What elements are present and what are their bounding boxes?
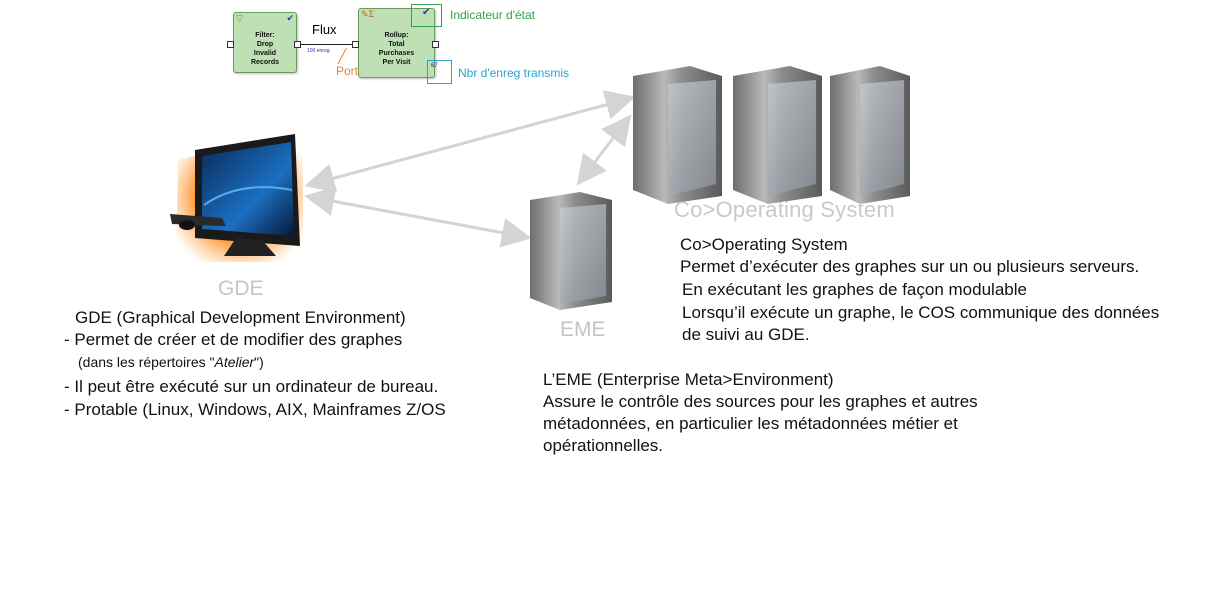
filter-component[interactable]: ▽ ✔ Filter: Drop Invalid Records bbox=[233, 12, 297, 73]
filter-icon: ▽ bbox=[236, 13, 243, 23]
cos-caption: Co>Operating System bbox=[674, 197, 895, 222]
eme-line-3: opérationnelles. bbox=[543, 436, 664, 455]
eme-line-1: Assure le contrôle des sources pour les … bbox=[543, 392, 978, 411]
records-count-box: 67 bbox=[427, 60, 452, 84]
port-label: Port bbox=[336, 64, 359, 78]
flow-line[interactable] bbox=[301, 44, 352, 45]
rollup-component-label: Rollup: Total Purchases Per Visit bbox=[378, 32, 415, 66]
eme-title: L’EME (Enterprise Meta>Environment) bbox=[543, 370, 834, 389]
records-count-value: 67 bbox=[431, 63, 438, 69]
cos-line-4: de suivi au GDE. bbox=[682, 325, 810, 344]
check-icon: ✔ bbox=[286, 13, 294, 23]
rollup-output-port[interactable] bbox=[432, 41, 439, 48]
cos-line-3: Lorsqu’il exécute un graphe, le COS comm… bbox=[682, 303, 1160, 322]
eme-line-2: métadonnées, en particulier les métadonn… bbox=[543, 414, 958, 433]
input-port[interactable] bbox=[227, 41, 234, 48]
rollup-input-port[interactable] bbox=[352, 41, 359, 48]
cos-title: Co>Operating System bbox=[680, 235, 848, 254]
status-indicator-label: Indicateur d'état bbox=[450, 8, 536, 22]
output-port[interactable] bbox=[294, 41, 301, 48]
record-count-label: 100 enreg. bbox=[307, 48, 331, 54]
status-indicator-box: ✔ bbox=[411, 4, 442, 27]
rollup-icon: ✎Σ bbox=[361, 9, 375, 19]
gde-bullet-1: - Permet de créer et de modifier des gra… bbox=[64, 330, 403, 349]
status-check-icon: ✔ bbox=[422, 7, 431, 18]
cos-line-2: En exécutant les graphes de façon modula… bbox=[682, 280, 1027, 299]
gde-bullet-1-sub-suffix: ") bbox=[254, 354, 264, 370]
cos-line-1: Permet d’exécuter des graphes sur un ou … bbox=[680, 257, 1140, 276]
records-transmitted-label: Nbr d'enreg transmis bbox=[458, 66, 569, 80]
gde-bullet-1-sub: (dans les répertoires "Atelier") bbox=[78, 351, 264, 373]
gde-bullet-1-sub-prefix: (dans les répertoires " bbox=[78, 354, 215, 370]
eme-caption: EME bbox=[560, 318, 606, 341]
filter-component-label: Filter: Drop Invalid Records bbox=[250, 32, 279, 66]
flow-label: Flux bbox=[312, 22, 337, 37]
gde-bullet-2: - Il peut être exécuté sur un ordinateur… bbox=[64, 377, 439, 396]
gde-title: GDE (Graphical Development Environment) bbox=[75, 308, 406, 327]
gde-bullet-1-sub-italic: Atelier bbox=[214, 354, 255, 370]
gde-caption: GDE bbox=[218, 277, 264, 300]
gde-bullet-3: - Protable (Linux, Windows, AIX, Mainfra… bbox=[64, 400, 446, 419]
rollup-component[interactable]: ✎Σ Rollup: Total Purchases Per Visit bbox=[358, 8, 435, 78]
